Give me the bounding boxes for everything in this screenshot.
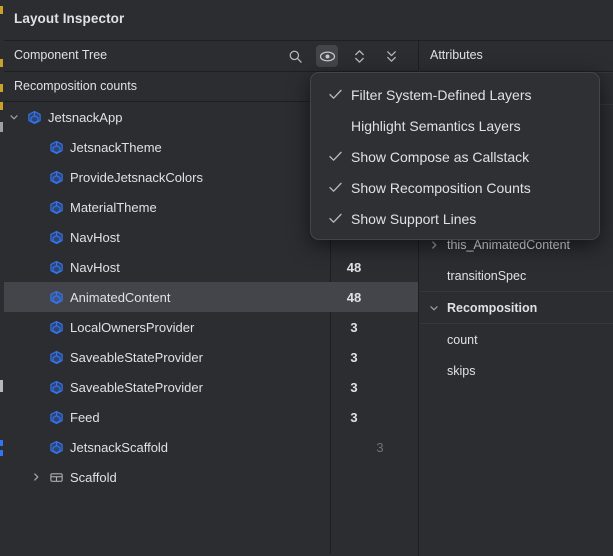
menu-item[interactable]: Show Compose as Callstack: [311, 141, 599, 172]
window-title-bar: Layout Inspector: [0, 0, 613, 41]
attributes-item[interactable]: count: [420, 324, 613, 355]
tree-row[interactable]: NavHost 48: [0, 252, 418, 282]
compose-cube-icon: [26, 102, 42, 132]
menu-item-label: Show Compose as Callstack: [351, 149, 529, 165]
chevron-down-icon[interactable]: [8, 102, 20, 132]
attributes-item-label: skips: [447, 364, 475, 378]
chevron-right-icon[interactable]: [428, 240, 440, 250]
tree-row[interactable]: SaveableStateProvider 3: [0, 342, 418, 372]
menu-item[interactable]: Show Support Lines: [311, 203, 599, 234]
tree-row-label: LocalOwnersProvider: [70, 320, 194, 335]
recomposition-count: 48: [330, 260, 378, 275]
compose-cube-icon: [48, 162, 64, 192]
attributes-item[interactable]: skips: [420, 355, 613, 386]
attributes-item-label: transitionSpec: [447, 269, 526, 283]
tree-row[interactable]: SaveableStateProvider 3: [0, 372, 418, 402]
tree-row[interactable]: Scaffold: [0, 462, 418, 492]
menu-item-label: Highlight Semantics Layers: [351, 118, 521, 134]
attributes-title: Attributes: [430, 48, 483, 62]
checkmark-icon: [327, 180, 343, 196]
recomposition-count: 3: [330, 350, 378, 365]
tree-row-label: JetsnackScaffold: [70, 440, 168, 455]
attributes-section-header[interactable]: Recomposition: [420, 291, 613, 324]
recomposition-count: 3: [330, 320, 378, 335]
attributes-item[interactable]: transitionSpec: [420, 260, 613, 291]
tree-row-label: SaveableStateProvider: [70, 350, 203, 365]
compose-cube-icon: [48, 372, 64, 402]
compose-cube-icon: [48, 192, 64, 222]
compose-cube-icon: [48, 402, 64, 432]
menu-item-label: Show Recomposition Counts: [351, 180, 531, 196]
compose-cube-icon: [48, 342, 64, 372]
menu-item[interactable]: Filter System-Defined Layers: [311, 79, 599, 110]
search-icon[interactable]: [284, 45, 306, 67]
component-tree-header: Component Tree: [0, 41, 418, 72]
compose-cube-icon: [48, 252, 64, 282]
checkmark-icon: [327, 87, 343, 103]
gutter-mark: [0, 84, 3, 92]
page-title: Layout Inspector: [14, 11, 124, 26]
gutter-mark: [0, 122, 3, 132]
tree-row-label: Feed: [70, 410, 100, 425]
gutter-mark: [0, 6, 3, 14]
tree-row[interactable]: JetsnackScaffold 3: [0, 432, 418, 462]
tree-row-label: Scaffold: [70, 470, 117, 485]
recomposition-counts-label: Recomposition counts: [14, 79, 137, 93]
recomposition-count: 3: [330, 380, 378, 395]
gutter-mark: [0, 440, 3, 446]
chevron-down-icon[interactable]: [428, 303, 440, 313]
checkmark-icon: [327, 149, 343, 165]
tree-row[interactable]: Feed 3: [0, 402, 418, 432]
expand-collapse-icon[interactable]: [348, 45, 370, 67]
editor-gutter-markers: [0, 0, 4, 556]
compose-cube-icon: [48, 432, 64, 462]
recomposition-count: 3: [356, 440, 404, 455]
recomposition-count: 3: [330, 410, 378, 425]
tree-row-label: AnimatedContent: [70, 290, 170, 305]
component-tree-toolbar: [284, 45, 402, 67]
gutter-mark: [0, 102, 3, 110]
compose-cube-icon: [48, 222, 64, 252]
checkmark-icon: [327, 211, 343, 227]
tree-row-label: MaterialTheme: [70, 200, 157, 215]
tree-row[interactable]: AnimatedContent 48: [0, 282, 418, 312]
tree-row-label: NavHost: [70, 260, 120, 275]
tree-row-label: ProvideJetsnackColors: [70, 170, 203, 185]
gutter-mark: [0, 380, 3, 392]
menu-item-label: Filter System-Defined Layers: [351, 87, 532, 103]
view-layout-icon: [48, 462, 64, 492]
view-options-menu[interactable]: Filter System-Defined LayersHighlight Se…: [310, 72, 600, 240]
compose-cube-icon: [48, 312, 64, 342]
component-tree-title: Component Tree: [14, 48, 107, 62]
tree-row-label: JetsnackApp: [48, 110, 122, 125]
gutter-mark: [0, 450, 3, 456]
menu-item[interactable]: Highlight Semantics Layers: [311, 110, 599, 141]
tree-row-label: JetsnackTheme: [70, 140, 162, 155]
menu-item[interactable]: Show Recomposition Counts: [311, 172, 599, 203]
compose-cube-icon: [48, 132, 64, 162]
compose-cube-icon: [48, 282, 64, 312]
attributes-item-label: count: [447, 333, 478, 347]
attributes-header: Attributes: [420, 41, 613, 72]
tree-row-label: NavHost: [70, 230, 120, 245]
gutter-mark: [0, 59, 3, 67]
tree-row-label: SaveableStateProvider: [70, 380, 203, 395]
collapse-all-icon[interactable]: [380, 45, 402, 67]
tree-row[interactable]: LocalOwnersProvider 3: [0, 312, 418, 342]
eye-icon[interactable]: [316, 45, 338, 67]
recomposition-count: 48: [330, 290, 378, 305]
menu-item-label: Show Support Lines: [351, 211, 476, 227]
attributes-item-label: Recomposition: [447, 301, 537, 315]
chevron-right-icon[interactable]: [30, 462, 42, 492]
